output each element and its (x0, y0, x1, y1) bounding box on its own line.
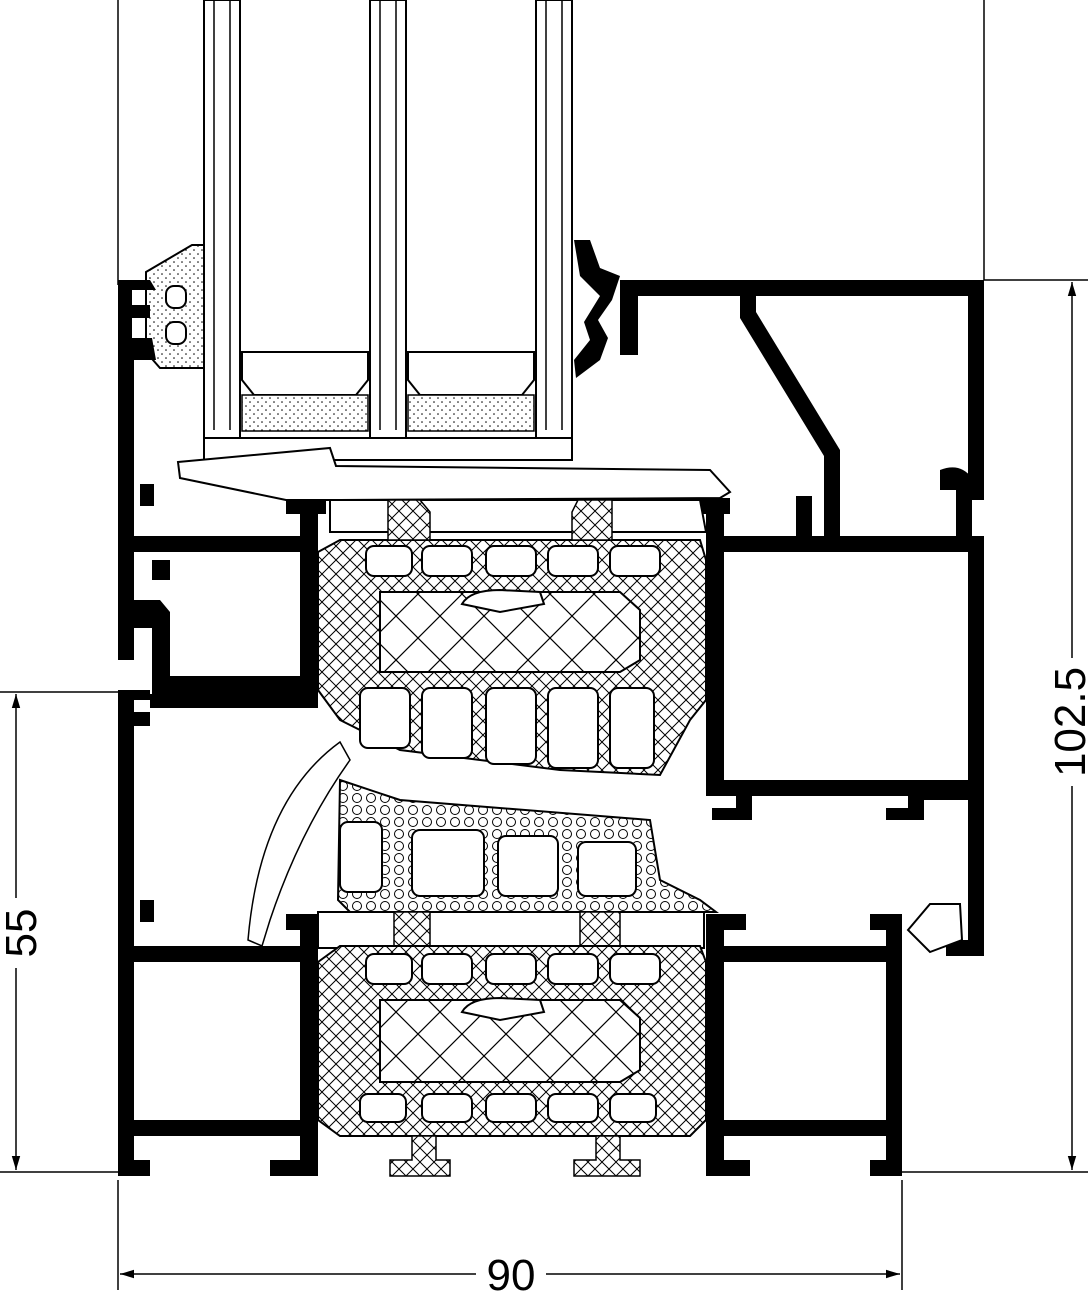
lower-sash-insert (317, 911, 705, 949)
dimension-height-sash: 55 (0, 691, 118, 1173)
glazing-zone (117, 0, 985, 285)
frame-lower-profile (118, 914, 902, 1176)
dimension-height-total-label: 102.5 (1046, 667, 1088, 777)
dimension-height-total: 102.5 (902, 279, 1088, 1173)
left-upper-chamber (118, 540, 318, 694)
right-upper-chamber (706, 540, 984, 956)
inner-glazing-gasket (145, 244, 205, 369)
central-seal (247, 740, 719, 948)
dimension-width: 90 (117, 1180, 903, 1293)
frame-gasket-right (906, 903, 964, 954)
left-sash-lower (118, 690, 318, 946)
lower-thermal-break (317, 945, 707, 1177)
upper-thermal-break (317, 539, 707, 777)
outer-glazing-gasket (574, 240, 620, 378)
triple-glazing-unit (203, 0, 573, 461)
dimension-width-label: 90 (487, 1251, 536, 1293)
sash-top-insert (176, 446, 732, 541)
dimension-height-sash-label: 55 (0, 909, 46, 958)
